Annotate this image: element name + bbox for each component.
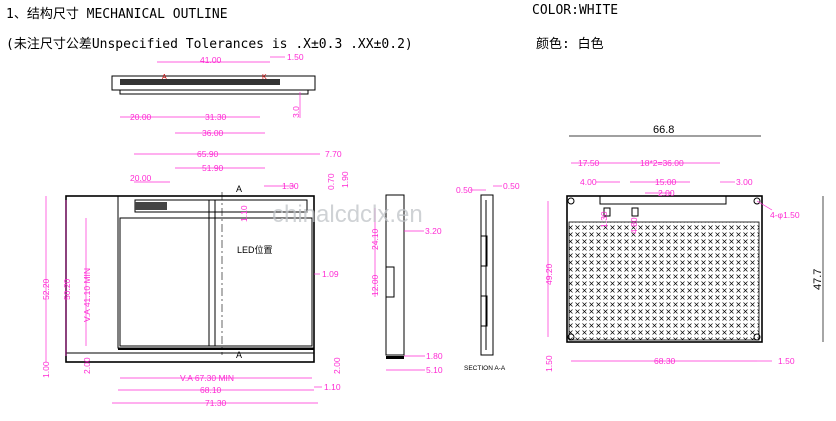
dim-va-67-30: V.A 67.30 MIN xyxy=(180,373,234,383)
dim-12: 12.00 xyxy=(370,274,380,296)
mount-hole-tr xyxy=(753,197,761,205)
dim-5-10: 5.10 xyxy=(426,365,443,375)
top-view: A K 41.00 1.50 20.00 31.30 3.0 xyxy=(111,52,316,122)
cathode-mark: K xyxy=(262,74,267,81)
dim-50-20: 50.20 xyxy=(62,278,72,300)
dim-68-30: 68.30 xyxy=(654,356,676,366)
dim-1-00: 1.00 xyxy=(41,361,51,378)
dim-36: 36.00 xyxy=(202,128,224,138)
section-outline xyxy=(480,194,494,356)
viewing-area xyxy=(119,217,313,347)
dim-va-41-10: V.A 41.10 MIN xyxy=(82,268,92,322)
dim-20: 20.00 xyxy=(130,112,152,122)
backlight-area xyxy=(568,221,760,341)
dim-49-20: 49.20 xyxy=(544,263,554,285)
back-view: 66.8 17.50 18*2=36.00 4.00 15.00 3.00 2.… xyxy=(544,124,824,372)
anode-mark: A xyxy=(162,74,167,81)
dim-24-10: 24.10 xyxy=(370,228,380,250)
dim-7-70: 7.70 xyxy=(325,149,342,159)
dim-3: 3.0 xyxy=(291,106,301,118)
dim-41: 41.00 xyxy=(200,55,222,65)
dim-0-70: 0.70 xyxy=(326,173,336,190)
dim-17-50: 17.50 xyxy=(578,158,600,168)
dim-hole-dia: 4-φ1.50 xyxy=(770,210,800,220)
dim-2-00-right: 2.00 xyxy=(332,357,342,374)
dim-3-20: 3.20 xyxy=(425,226,442,236)
dim-3-00: 3.00 xyxy=(736,177,753,187)
front-view: LED位置 A A 36.00 65.90 7.70 51.90 20.00 1… xyxy=(41,128,350,408)
dim-1-80: 1.80 xyxy=(426,351,443,361)
dim-68-10: 68.10 xyxy=(200,385,222,395)
section-mark-bottom: A xyxy=(236,350,242,360)
dim-18x2: 18*2=36.00 xyxy=(640,158,684,168)
dim-1-30: 1.30 xyxy=(282,181,299,191)
dim-15-00: 15.00 xyxy=(655,177,677,187)
dim-1-10-right: 1.10 xyxy=(324,382,341,392)
dim-1-50-right: 1.50 xyxy=(778,356,795,366)
dim-2-00-left: 2.00 xyxy=(82,357,92,374)
dim-65-90: 65.90 xyxy=(197,149,219,159)
mount-hole-tl xyxy=(567,197,575,205)
side-view: 24.10 3.20 12.00 1.80 5.10 xyxy=(370,194,443,375)
top-view-fpc xyxy=(120,79,280,85)
dim-66-8: 66.8 xyxy=(653,124,674,136)
section-view: 0.50 0.50 SECTION A-A xyxy=(456,181,520,372)
led-position-label: LED位置 xyxy=(237,244,273,255)
dim-2-00: 2.00 xyxy=(658,188,675,198)
dim-0-50-left: 0.50 xyxy=(456,185,473,195)
mount-hole-br xyxy=(753,333,761,341)
mount-hole-bl xyxy=(567,333,575,341)
dim-51-90: 51.90 xyxy=(202,163,224,173)
watermark: chinalcdclx.en xyxy=(272,201,423,228)
dim-47-7: 47.7 xyxy=(812,269,824,290)
dim-71-30: 71.30 xyxy=(205,398,227,408)
dim-0-50-right: 0.50 xyxy=(503,181,520,191)
dim-1-30-back: 1.30 xyxy=(599,211,609,228)
dim-1-50: 1.50 xyxy=(287,52,304,62)
color-label-cn: 颜色: 白色 xyxy=(536,37,604,52)
dim-20-00: 20.00 xyxy=(130,173,152,183)
dim-31-30: 31.30 xyxy=(205,112,227,122)
tolerance-note: (未注尺寸公差Unspecified Tolerances is .X±0.3 … xyxy=(6,37,413,52)
dim-4-00: 4.00 xyxy=(580,177,597,187)
section-mark-top: A xyxy=(236,184,242,194)
dim-1-09: 1.09 xyxy=(322,269,339,279)
dim-52-20: 52.20 xyxy=(41,278,51,300)
dim-1-50-left: 1.50 xyxy=(544,355,554,372)
color-label-en: COLOR:WHITE xyxy=(532,3,619,18)
dim-4-80: 4.80 xyxy=(629,217,639,234)
dim-1-10: 1.10 xyxy=(239,205,249,222)
section-caption: SECTION A-A xyxy=(464,365,506,372)
drawing-title: 1、结构尺寸 MECHANICAL OUTLINE xyxy=(6,7,228,22)
dim-1-90: 1.90 xyxy=(340,171,350,188)
